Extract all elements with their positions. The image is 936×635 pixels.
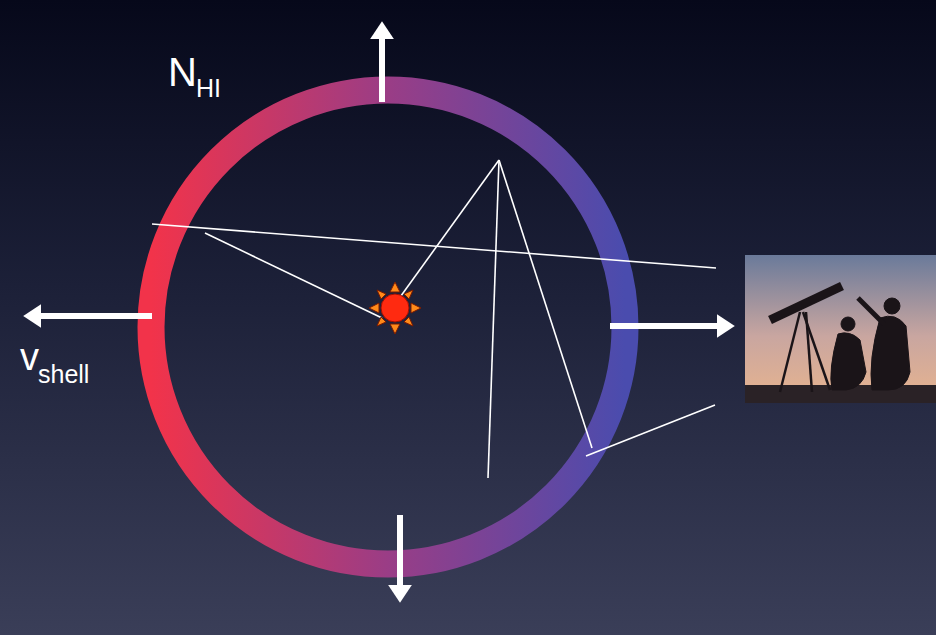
velocity-symbol: v (20, 338, 39, 376)
hi-shell (151, 90, 625, 564)
column-density-subscript: HI (196, 76, 221, 101)
photon-paths (152, 160, 716, 478)
column-density-symbol: N (168, 52, 197, 92)
velocity-arrows (34, 32, 724, 592)
velocity-subscript: shell (38, 362, 89, 387)
central-star (369, 282, 421, 334)
observer-photo (745, 255, 936, 403)
